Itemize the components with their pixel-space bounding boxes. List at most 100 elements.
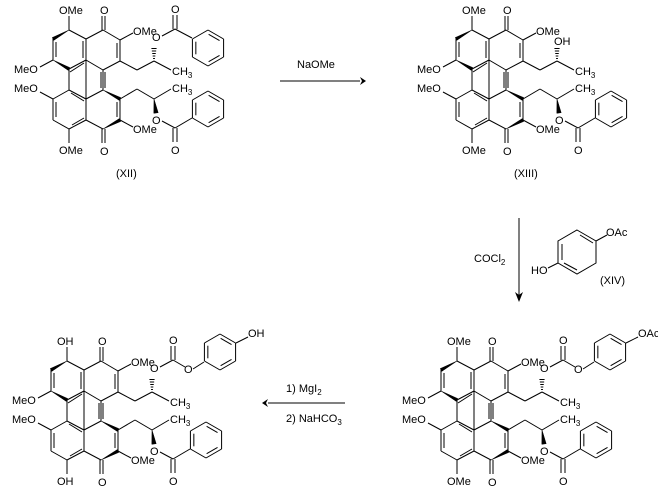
benzoyl-ring-bond (192, 90, 209, 101)
aryl-ring-bond (219, 360, 236, 371)
ring-bond (456, 450, 475, 461)
compound-label-xiii: (XIII) (514, 168, 538, 180)
carbonate-oxygen-label: O (574, 364, 583, 376)
bold-ring-bond (440, 390, 459, 402)
carbonate-bond (172, 359, 186, 368)
xiv-ho-label: HO (531, 265, 548, 277)
ring-bond (66, 420, 85, 431)
carbonyl-oxygen-label: O (488, 336, 497, 348)
ester-bond (159, 451, 174, 460)
bold-ring-bond (505, 89, 525, 101)
ring-bond (455, 119, 473, 130)
chain-bond (117, 391, 136, 402)
substituent-bond (427, 390, 442, 399)
aryl-bond (192, 361, 205, 370)
methyl-label: CH3 (170, 414, 191, 428)
ester-bond (564, 120, 579, 129)
compound-label-xii: (XII) (116, 168, 137, 180)
substituent-bond (37, 390, 52, 399)
double-bond-inner (71, 117, 85, 126)
aryl-ring-bond (610, 337, 622, 346)
ring-bond (505, 60, 524, 71)
left-top-substituent-label: MeO (417, 64, 441, 76)
ester-bond (577, 117, 596, 129)
carbonyl-oxygen-label: O (488, 477, 497, 489)
arrowhead-left-icon (262, 399, 268, 407)
compound-label-xiv: (XIV) (600, 275, 625, 287)
methyl-label: CH3 (172, 83, 193, 97)
aryl-substituent-label: OH (248, 328, 265, 340)
ring-bond (50, 450, 68, 461)
bold-ring-bond (490, 449, 510, 461)
stereo-wedge-bond (541, 429, 547, 445)
carbonate-oxygen-label: O (184, 364, 193, 376)
ring-bond (488, 59, 507, 71)
chain-bond (136, 88, 155, 100)
left-bottom-substituent-label: MeO (402, 414, 426, 426)
ring-bond (85, 89, 104, 100)
chain-bond (119, 88, 138, 100)
chain-bond (119, 60, 138, 71)
ring-bond (490, 360, 509, 372)
chain-bond (522, 88, 541, 100)
double-bond-inner (67, 393, 83, 404)
reaction-arrow-mgi2-nahco3: 1) MgI2 2) NaHCO3 (262, 383, 345, 427)
ring-bond (100, 360, 119, 372)
bold-ring-bond (439, 360, 458, 372)
chain-bond (507, 391, 526, 402)
methyl-label: CH3 (575, 83, 596, 97)
aryl-ring-bond (594, 360, 611, 371)
hydroxyl-label: OH (554, 36, 571, 48)
ester-bond (549, 451, 564, 460)
carbonate-bond (562, 359, 576, 368)
ester-bond (174, 28, 193, 39)
benzoyl-ring-bond (580, 448, 597, 459)
chain-bond (153, 60, 172, 71)
bold-ring-bond (102, 118, 122, 130)
chain-bond (541, 419, 560, 431)
top-substituent-label: OH (57, 336, 74, 348)
reagent-xiv-structure: OAc HO (XIV) (531, 227, 628, 287)
bold-ring-bond (50, 390, 69, 402)
substituent-bond (442, 91, 457, 100)
ring-bond (471, 59, 490, 70)
ester-oxygen-label: O (152, 115, 161, 127)
bold-ring-bond (490, 420, 510, 432)
left-top-substituent-label: MeO (12, 395, 36, 407)
benzoyl-ring-bond (190, 448, 207, 459)
ring-bond (471, 89, 490, 100)
methyl-label: CH3 (560, 414, 581, 428)
arrowhead-down-icon (515, 292, 523, 302)
stereo-wedge-bond (153, 98, 159, 114)
aryl-substituent-bond (235, 336, 249, 344)
chain-bond (134, 391, 153, 402)
chain-bond (522, 60, 541, 71)
xiv-oac-label: OAc (606, 227, 628, 239)
carbonate-bond (549, 359, 564, 368)
left-bottom-substituent-label: MeO (14, 83, 38, 95)
substituent-bond (39, 91, 54, 100)
carbonate-carbonyl-oxygen-label: O (559, 335, 568, 347)
substituent-bond (507, 450, 522, 459)
ester-bond (174, 117, 193, 129)
side-top-methoxy-label: OMe (536, 26, 560, 38)
carbonyl-oxygen-label: O (503, 5, 512, 17)
ring-bond (456, 360, 475, 371)
side-bottom-methoxy-label: OMe (133, 124, 157, 136)
bottom-substituent-label: OMe (447, 476, 471, 488)
left-bottom-substituent-label: MeO (12, 414, 36, 426)
ring-bond (50, 420, 68, 431)
benzoyl-ring-bond (595, 117, 612, 128)
substituent-bond (427, 422, 442, 431)
ring-bond (473, 450, 492, 461)
ring-bond (456, 390, 475, 401)
ring-bond (102, 29, 121, 41)
ester-carbonyl-oxygen-label: O (574, 145, 583, 157)
left-top-substituent-label: MeO (14, 64, 38, 76)
benzoyl-ring-bond (595, 448, 612, 459)
ring-bond (471, 119, 490, 130)
side-bottom-methoxy-label: OMe (131, 455, 155, 467)
aryl-ring-bond (220, 358, 232, 367)
